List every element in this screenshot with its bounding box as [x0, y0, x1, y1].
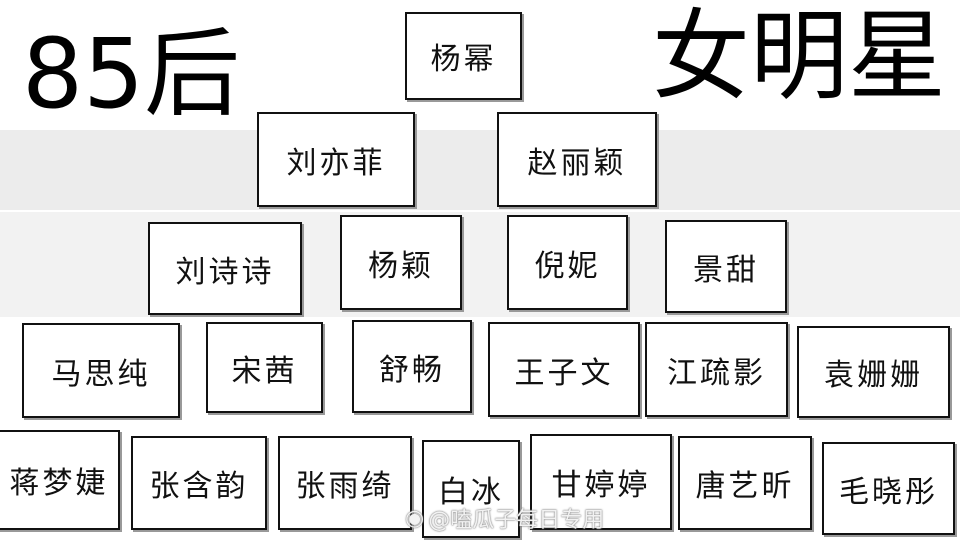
- name-card: 刘诗诗: [148, 222, 302, 315]
- name-card: 杨幂: [405, 12, 522, 100]
- name-card: 景甜: [665, 220, 787, 313]
- background-band: [0, 212, 960, 317]
- name-card: 张雨绮: [278, 436, 412, 530]
- weibo-logo-icon: ◉: [405, 505, 425, 531]
- title-left: 85后: [22, 18, 241, 130]
- name-card: 王子文: [488, 322, 640, 417]
- name-card: 杨颖: [340, 215, 462, 310]
- name-card: 袁姗姗: [797, 326, 950, 418]
- name-card: 宋茜: [206, 322, 323, 413]
- title-right: 女明星: [652, 0, 947, 114]
- name-card: 马思纯: [22, 323, 180, 418]
- name-card: 蒋梦婕: [0, 430, 120, 530]
- name-card: 白冰: [422, 440, 520, 538]
- name-card: 江疏影: [645, 322, 788, 417]
- background-band: [0, 130, 960, 210]
- name-card: 刘亦菲: [257, 112, 415, 207]
- name-card: 倪妮: [507, 215, 628, 310]
- watermark-text: @嗑瓜子每日专用: [428, 508, 605, 533]
- name-card: 赵丽颖: [497, 112, 657, 207]
- name-card: 张含韵: [131, 436, 267, 530]
- name-card: 舒畅: [352, 320, 472, 413]
- name-card: 毛晓彤: [822, 442, 955, 535]
- watermark: ◉ @嗑瓜子每日专用: [405, 502, 604, 534]
- name-card: 甘婷婷: [530, 434, 672, 530]
- name-card: 唐艺昕: [678, 436, 812, 530]
